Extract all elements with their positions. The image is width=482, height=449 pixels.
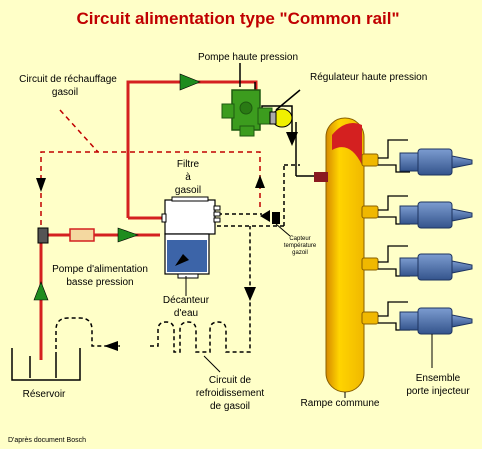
- label-decanteur-line2: d'eau: [174, 308, 198, 319]
- water-decanter: [164, 233, 210, 279]
- return-flow-arrows: [104, 287, 256, 351]
- high-pressure-pump: [221, 89, 273, 137]
- diagram-title: Circuit alimentation type "Common rail": [76, 9, 399, 28]
- label-reservoir: Réservoir: [23, 389, 66, 400]
- arrow-up-icon: [33, 281, 49, 301]
- label-ensemble-line2: porte injecteur: [406, 386, 470, 397]
- label-pompe-alimentation-line1: Pompe d'alimentation: [52, 264, 148, 275]
- arrow-left-icon: [104, 341, 118, 351]
- label-filtre-line2: à: [185, 172, 191, 183]
- cooling-circuit: [55, 164, 300, 356]
- pressure-regulator: [269, 108, 293, 128]
- label-pompe-alimentation-line2: basse pression: [66, 277, 133, 288]
- supply-flow-arrows: [33, 73, 201, 301]
- arrow-right-icon: [179, 73, 201, 91]
- arrow-right-icon: [117, 227, 139, 243]
- label-pompe-haute-pression: Pompe haute pression: [198, 52, 298, 63]
- heating-flow-arrows: [36, 175, 265, 192]
- temperature-sensor: [272, 212, 291, 237]
- low-pressure-pump: [37, 227, 95, 244]
- injector-3: [399, 253, 473, 281]
- label-decanteur-line1: Décanteur: [163, 295, 210, 306]
- reservoir: [11, 348, 81, 381]
- arrow-up-icon: [255, 175, 265, 188]
- decanter-pointer-icon: [175, 254, 189, 266]
- arrow-down-icon: [286, 132, 298, 146]
- injector-1: [399, 148, 473, 176]
- label-regulateur: Régulateur haute pression: [310, 72, 427, 83]
- label-credit: D'après document Bosch: [8, 437, 86, 444]
- fuel-filter: [161, 196, 221, 235]
- label-ensemble-line1: Ensemble: [416, 373, 461, 384]
- label-capteur-line1: Capteur: [289, 236, 310, 242]
- label-refroidissement-line2: refroidissement: [196, 388, 265, 399]
- arrow-down-icon: [244, 287, 256, 301]
- regulator-leader-line: [275, 89, 301, 111]
- label-rechauffage-line2: gasoil: [52, 87, 78, 98]
- label-capteur-line3: gazoil: [292, 250, 308, 256]
- label-capteur-line2: température: [284, 243, 317, 249]
- heating-leader-line: [59, 109, 99, 153]
- label-rechauffage-line1: Circuit de réchauffage: [19, 74, 117, 85]
- rail-outlets: [361, 139, 410, 331]
- label-refroidissement-line3: de gasoil: [210, 401, 250, 412]
- label-filtre-line3: gasoil: [175, 185, 201, 196]
- common-rail: [314, 117, 365, 393]
- label-refroidissement-line1: Circuit de: [209, 375, 252, 386]
- injector-2: [399, 201, 473, 229]
- injector-4: [399, 307, 473, 335]
- label-rampe-commune: Rampe commune: [301, 398, 380, 409]
- arrow-down-icon: [36, 178, 46, 192]
- label-leaders: [185, 276, 433, 398]
- arrow-left-icon: [260, 210, 270, 222]
- label-filtre-line1: Filtre: [177, 159, 200, 170]
